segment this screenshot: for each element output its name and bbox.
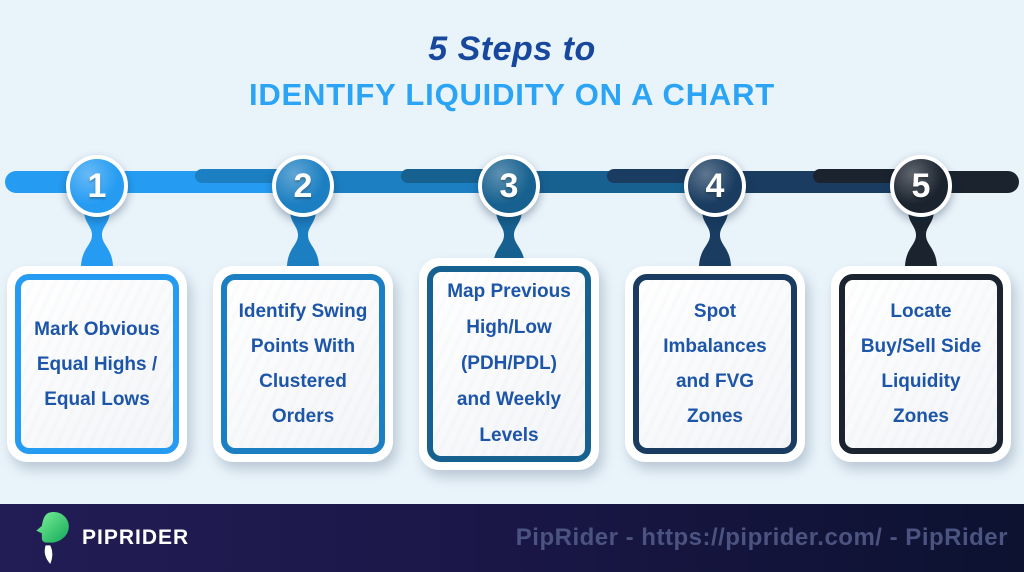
credit-text: PipRider - https://piprider.com/ - PipRi… xyxy=(515,524,1008,551)
step-pin-icon xyxy=(493,210,525,266)
step-pin-icon xyxy=(287,210,319,266)
step-card-1: Mark Obvious Equal Highs / Equal Lows xyxy=(7,266,187,462)
step-number: 1 xyxy=(87,167,107,205)
step-card-text: Map Previous High/Low (PDH/PDL) and Week… xyxy=(447,281,571,446)
step-card-2: Identify Swing Points With Clustered Ord… xyxy=(213,266,393,462)
page-title: IDENTIFY LIQUIDITY ON A CHART xyxy=(248,77,776,112)
step-pin-icon xyxy=(699,210,731,266)
card-frame: Locate Buy/Sell Side Liquidity Zones xyxy=(839,274,1003,454)
step-card-5: Locate Buy/Sell Side Liquidity Zones xyxy=(831,266,1011,462)
step-card-3: Map Previous High/Low (PDH/PDL) and Week… xyxy=(419,258,599,470)
step-number: 5 xyxy=(911,167,931,205)
step-circle-4: 4 xyxy=(684,155,746,217)
page-subtitle: 5 Steps to xyxy=(428,30,596,68)
card-frame: Identify Swing Points With Clustered Ord… xyxy=(221,274,385,454)
step-card-text: Locate Buy/Sell Side Liquidity Zones xyxy=(860,301,982,427)
card-frame: Mark Obvious Equal Highs / Equal Lows xyxy=(15,274,179,454)
step-circle-5: 5 xyxy=(890,155,952,217)
piprider-logo-icon xyxy=(36,512,69,564)
title-block: 5 Steps to IDENTIFY LIQUIDITY ON A CHART xyxy=(0,30,1024,113)
step-card-text: Identify Swing Points With Clustered Ord… xyxy=(238,301,368,427)
step-number: 4 xyxy=(705,167,725,205)
brand-lockup: PIPRIDER xyxy=(34,504,189,572)
step-circle-3: 3 xyxy=(478,155,540,217)
step-card-4: Spot Imbalances and FVG Zones xyxy=(625,266,805,462)
brand-name: PIPRIDER xyxy=(82,526,190,549)
step-circle-1: 1 xyxy=(66,155,128,217)
footer: PIPRIDER PipRider - https://piprider.com… xyxy=(0,504,1024,572)
step-number: 2 xyxy=(293,167,313,205)
step-circle-2: 2 xyxy=(272,155,334,217)
step-card-text: Mark Obvious Equal Highs / Equal Lows xyxy=(34,318,160,410)
card-frame: Spot Imbalances and FVG Zones xyxy=(633,274,797,454)
card-frame: Map Previous High/Low (PDH/PDL) and Week… xyxy=(427,266,591,462)
step-number: 3 xyxy=(499,167,519,205)
step-card-text: Spot Imbalances and FVG Zones xyxy=(663,301,767,427)
step-pin-icon xyxy=(81,210,113,266)
step-pin-icon xyxy=(905,210,937,266)
